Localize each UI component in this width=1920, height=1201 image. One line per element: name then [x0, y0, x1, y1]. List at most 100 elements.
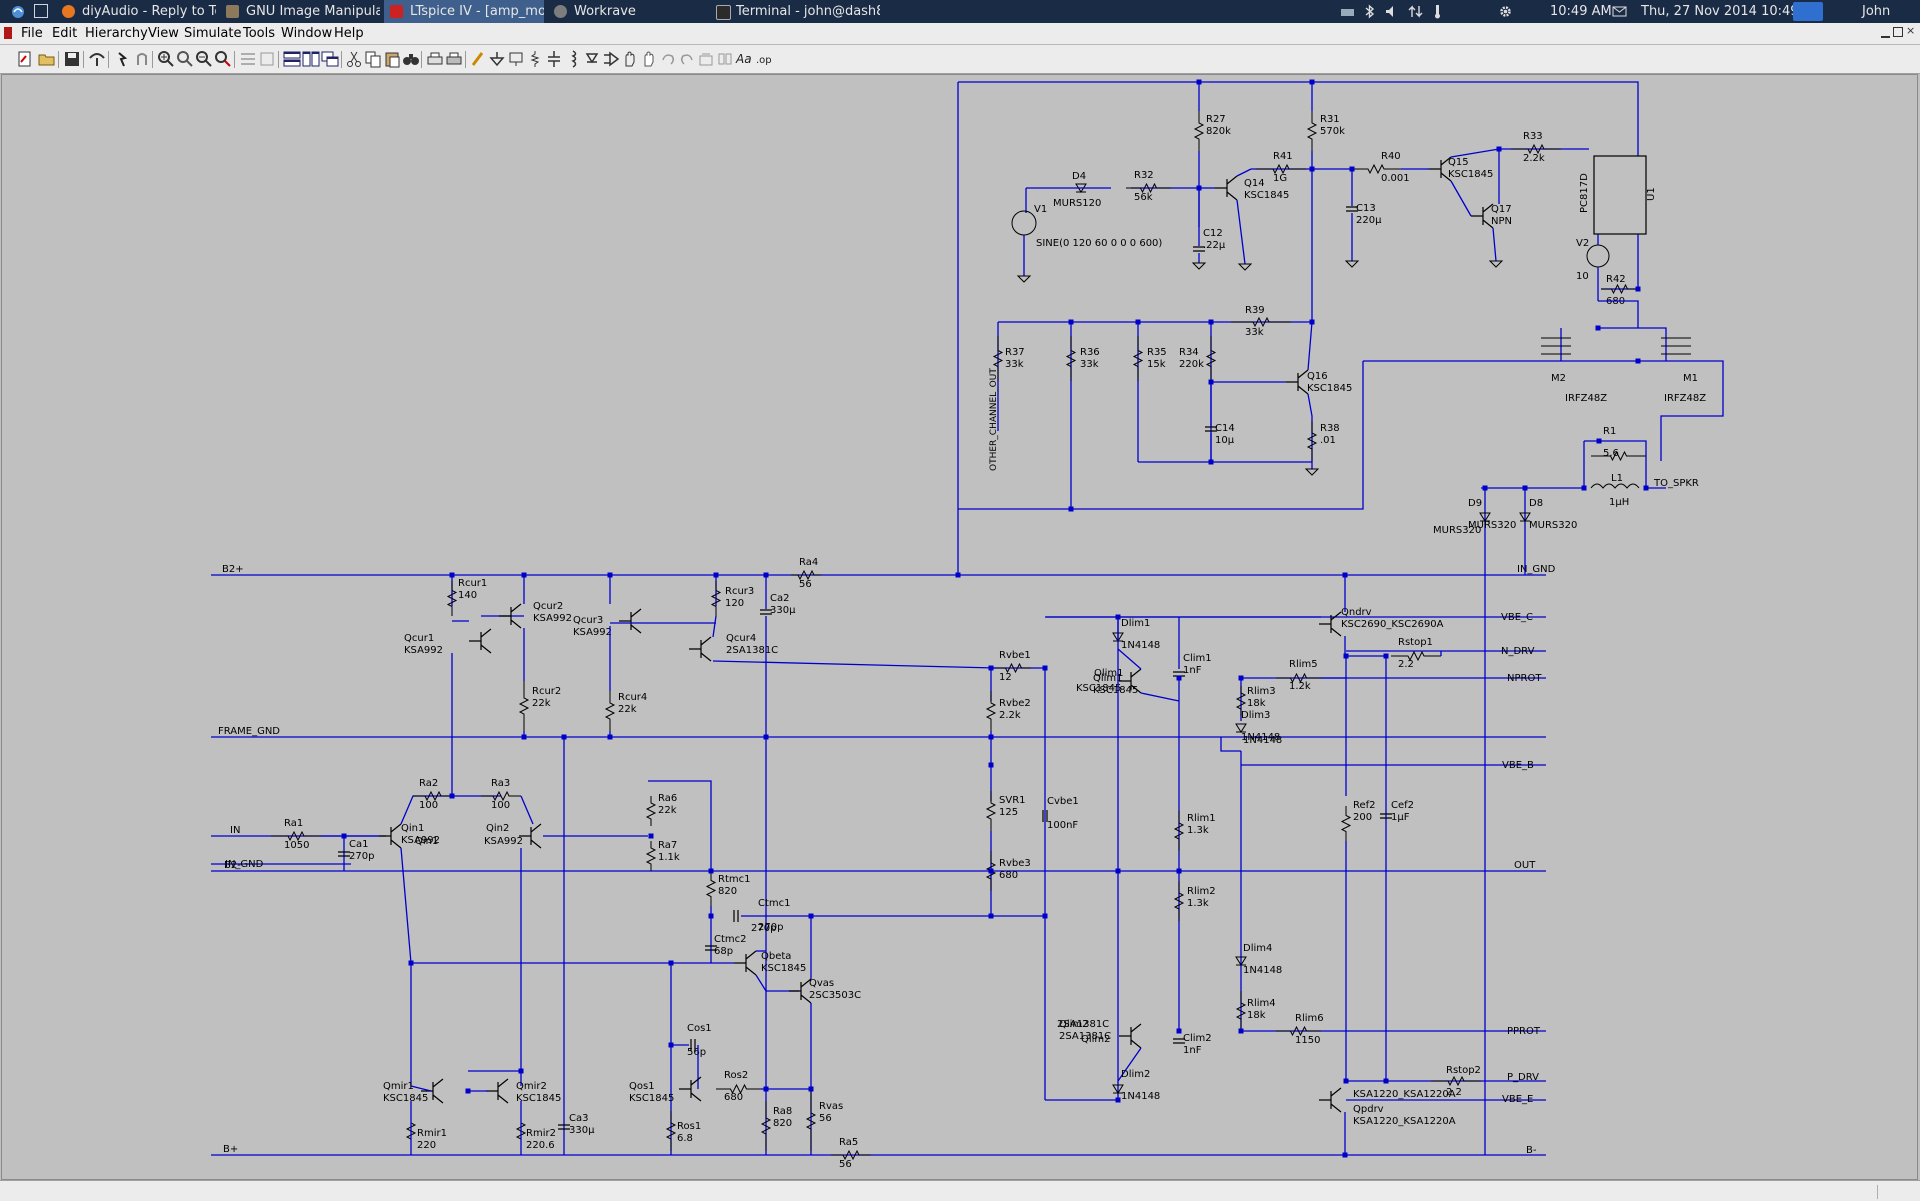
taskbar-item-gimp[interactable]: GNU Image Manipulation ... [220, 0, 380, 23]
optocoupler-symbol [1593, 155, 1647, 235]
user-name[interactable]: John [1862, 4, 1891, 19]
bluetooth-icon[interactable] [1362, 4, 1377, 19]
clock-time[interactable]: 10:49 AM [1550, 4, 1612, 19]
resistor-symbol [791, 569, 821, 581]
capacitor-symbol [558, 1124, 570, 1130]
app-menu-icon[interactable] [10, 4, 26, 19]
new-schematic-icon[interactable] [16, 50, 34, 68]
taskbar-item-ltspice[interactable]: LTspice IV - [amp_mod.asc] [384, 0, 544, 23]
restore-icon[interactable] [1893, 27, 1903, 37]
minimize-icon[interactable] [1881, 27, 1890, 38]
menu-simulate[interactable]: Simulate [184, 26, 242, 41]
tile-horizontal-icon[interactable] [283, 50, 301, 68]
autoscale-icon[interactable] [239, 50, 257, 68]
halt-icon[interactable] [133, 50, 151, 68]
copy-icon[interactable] [364, 50, 382, 68]
component-ref: R35 [1147, 347, 1167, 358]
junction-dot [465, 1088, 471, 1094]
component-ref: Ra2 [419, 778, 438, 789]
label-net-icon[interactable] [507, 50, 525, 68]
voltage-source-symbol [1011, 210, 1037, 236]
rotate-icon[interactable] [697, 50, 715, 68]
spice-directive-icon[interactable]: .op [754, 50, 772, 68]
text-icon[interactable]: Aa [735, 50, 753, 68]
paste-icon[interactable] [383, 50, 401, 68]
resistor-symbol [1235, 686, 1247, 716]
menu-view[interactable]: View [148, 26, 179, 41]
capacitor-icon[interactable] [545, 50, 563, 68]
updown-icon[interactable] [1408, 4, 1423, 19]
zoom-area-icon[interactable] [176, 50, 194, 68]
taskbar-item-workrave[interactable]: Workrave [548, 0, 703, 23]
component-value: 1.3k [1187, 825, 1209, 836]
junction-dot [1068, 506, 1074, 512]
component-icon[interactable] [602, 50, 620, 68]
diode-icon[interactable] [583, 50, 601, 68]
control-panel-icon[interactable] [88, 50, 106, 68]
tile-vertical-icon[interactable] [302, 50, 320, 68]
save-icon[interactable] [63, 50, 81, 68]
inductor-icon[interactable] [564, 50, 582, 68]
volume-icon[interactable] [1384, 4, 1399, 19]
component-ref: Rstop2 [1446, 1065, 1481, 1076]
component-value: 100 [491, 800, 510, 811]
thermometer-icon[interactable] [1430, 4, 1445, 19]
component-value: 2SA1381C [726, 645, 778, 656]
schematic-drawing[interactable]: B2+FRAME_GNDINB2-B+VBE_CN_DRVNPROTVBE_BO… [2, 75, 1917, 1179]
delete-traces-icon[interactable] [258, 50, 276, 68]
menu-tools[interactable]: Tools [243, 26, 276, 41]
redo-icon[interactable] [678, 50, 696, 68]
component-value: KSC1845 [761, 963, 806, 974]
print-preview-icon[interactable] [426, 50, 444, 68]
component-ref: Cos1 [687, 1023, 712, 1034]
print-icon[interactable] [445, 50, 463, 68]
ground-icon[interactable] [488, 50, 506, 68]
component-value: 56 [799, 579, 812, 590]
cut-icon[interactable] [345, 50, 363, 68]
resize-grip-icon[interactable] [1877, 1185, 1918, 1199]
menu-window[interactable]: Window [281, 26, 333, 41]
show-desktop-icon[interactable] [34, 4, 48, 18]
junction-dot [1115, 1097, 1121, 1103]
zoom-in-icon[interactable] [157, 50, 175, 68]
component-value: 5.6 [1603, 448, 1619, 459]
component-ref: Qcur4 [726, 633, 756, 644]
network-icon[interactable] [1340, 4, 1355, 19]
drag-icon[interactable] [640, 50, 658, 68]
resistor-icon[interactable] [526, 50, 544, 68]
resistor-symbol [996, 662, 1031, 674]
menu-file[interactable]: File [21, 26, 43, 41]
junction-dot [1309, 166, 1315, 172]
menu-hierarchy[interactable]: Hierarchy [85, 26, 148, 41]
junction-dot [763, 734, 769, 740]
run-icon[interactable] [113, 50, 131, 68]
component-ref: R32 [1134, 170, 1154, 181]
open-folder-icon[interactable] [38, 50, 56, 68]
taskbar-item-diyaudio[interactable]: diyAudio - Reply to Topic - ... [56, 0, 216, 23]
component-value: 330µ [770, 605, 796, 616]
menu-edit[interactable]: Edit [52, 26, 78, 41]
mirror-icon[interactable] [716, 50, 734, 68]
settings-gear-icon[interactable] [1498, 4, 1513, 19]
zoom-fit-icon[interactable] [214, 50, 232, 68]
undo-icon[interactable] [659, 50, 677, 68]
cascade-icon[interactable] [321, 50, 339, 68]
close-icon[interactable]: × [1906, 24, 1916, 37]
resistor-symbol [518, 681, 530, 731]
wire [1117, 648, 1142, 670]
zoom-out-icon[interactable] [195, 50, 213, 68]
taskbar-item-terminal[interactable]: Terminal - john@dash80: ~ [710, 0, 880, 23]
menu-help[interactable]: Help [334, 26, 364, 41]
component-value: 1µH [1609, 497, 1629, 508]
clock-date[interactable]: Thu, 27 Nov 2014 10:49 [1641, 4, 1799, 19]
draw-wire-icon[interactable] [469, 50, 487, 68]
active-app-indicator-icon[interactable] [1793, 2, 1823, 21]
mail-icon[interactable] [1612, 4, 1627, 19]
component-ref: Clim1 [1183, 653, 1212, 664]
terminal-icon [716, 5, 731, 20]
move-icon[interactable] [621, 50, 639, 68]
find-icon[interactable] [402, 50, 420, 68]
junction-dot [449, 572, 455, 578]
svg-text:.op: .op [756, 55, 772, 66]
